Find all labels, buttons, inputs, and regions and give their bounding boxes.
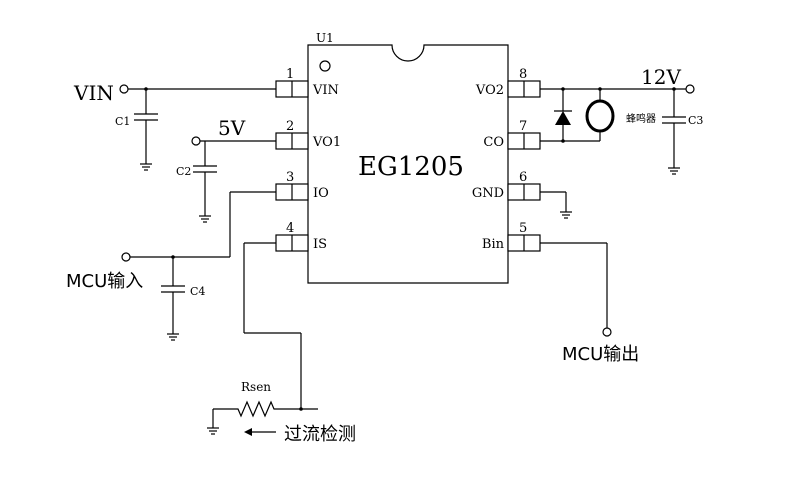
pin-2-name: VO1 xyxy=(312,135,341,150)
pin-6-name: GND xyxy=(472,186,504,201)
mcu-output-terminal xyxy=(602,327,612,337)
pin-6-number: 6 xyxy=(519,170,527,185)
v12-label: 12V xyxy=(641,65,681,89)
vin-terminal xyxy=(119,84,129,94)
c3-label: C3 xyxy=(688,114,703,127)
pin-3-name: IO xyxy=(313,186,329,201)
v5-terminal xyxy=(191,136,201,146)
c2-label: C2 xyxy=(176,165,191,178)
pin-5-number: 5 xyxy=(519,221,527,236)
mcu-input-label: MCU输入 xyxy=(66,271,143,292)
pin-4-name: IS xyxy=(313,237,327,252)
pin-7-number: 7 xyxy=(519,119,527,134)
pin-1-number: 1 xyxy=(286,67,294,82)
rsen-resistor xyxy=(213,400,301,418)
rsen-label: Rsen xyxy=(241,380,271,394)
buzzer-label: 蜂鸣器 xyxy=(626,112,656,125)
v12-terminal xyxy=(685,84,695,94)
pin-4-number: 4 xyxy=(286,221,294,236)
pin-2-number: 2 xyxy=(286,119,294,134)
pin-5-name: Bin xyxy=(482,237,505,252)
c1-label: C1 xyxy=(115,115,130,128)
vin-label: VIN xyxy=(73,81,114,105)
c4-label: C4 xyxy=(190,285,205,298)
chip-name: EG1205 xyxy=(358,152,464,182)
mcu-input-terminal xyxy=(121,252,131,262)
pin-1-name: VIN xyxy=(312,83,339,98)
mcu-output-label: MCU输出 xyxy=(562,344,639,365)
pin1-marker xyxy=(319,60,331,72)
diode-icon xyxy=(555,111,571,125)
pin-3-number: 3 xyxy=(286,170,294,185)
pin-7-name: CO xyxy=(483,135,504,150)
overcurrent-label: 过流检测 xyxy=(284,424,356,445)
pin-8-name: VO2 xyxy=(475,83,504,98)
v5-label: 5V xyxy=(218,116,246,140)
chip-ref: U1 xyxy=(316,31,334,45)
pin-8-number: 8 xyxy=(519,67,527,82)
buzzer-icon xyxy=(585,99,615,133)
chip-body xyxy=(307,44,509,284)
